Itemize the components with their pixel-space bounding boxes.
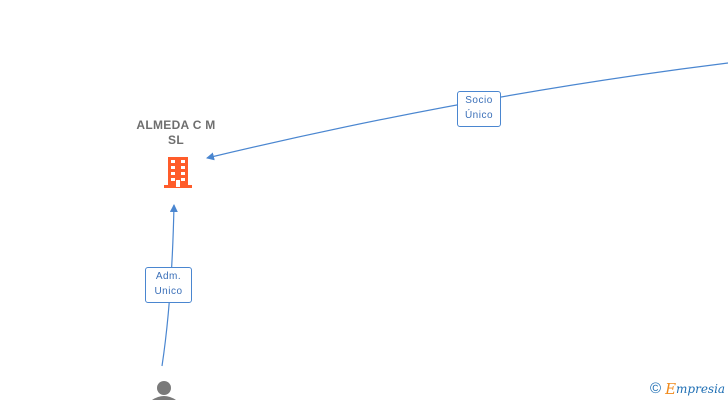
brand-initial: E: [665, 380, 677, 398]
person-icon[interactable]: [149, 378, 179, 400]
adm-label-line2: Unico: [154, 286, 183, 297]
brand-name: mpresia: [676, 382, 726, 396]
empresia-logo: © E mpresia: [650, 380, 725, 398]
company-name[interactable]: ALMEDA C M SL: [136, 118, 216, 147]
copyright-icon: ©: [650, 380, 662, 397]
building-icon[interactable]: [162, 155, 194, 189]
socio-unico-label[interactable]: Socio Único: [457, 91, 501, 127]
adm-label-line1: Adm.: [155, 271, 182, 282]
socio-label-line1: Socio: [465, 95, 493, 106]
adm-unico-label[interactable]: Adm. Unico: [145, 267, 192, 303]
socio-label-line2: Único: [464, 110, 494, 121]
